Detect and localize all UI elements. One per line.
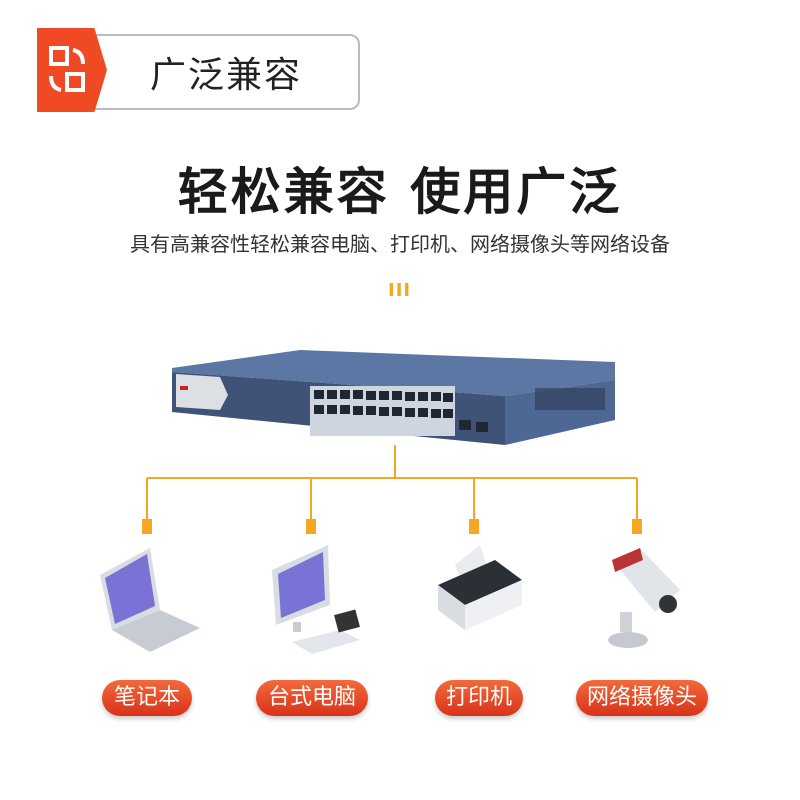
badge-tag — [37, 28, 107, 112]
headline: 轻松兼容 使用广泛 — [177, 163, 623, 221]
camera-icon — [608, 548, 680, 648]
device-label-laptop: 笔记本 — [102, 680, 192, 716]
device-label-desktop: 台式电脑 — [256, 680, 368, 716]
device-label-camera: 网络摄像头 — [576, 680, 708, 716]
laptop-icon — [100, 548, 200, 652]
network-switch — [172, 350, 615, 445]
printer-icon — [438, 545, 522, 630]
badge-label: 广泛兼容 — [150, 55, 303, 96]
connection-lines — [146, 445, 638, 520]
device-label-printer: 打印机 — [435, 680, 523, 716]
swap-icon — [49, 46, 85, 92]
desktop-icon — [272, 545, 360, 654]
subtitle: 具有高兼容性轻松兼容电脑、打印机、网络摄像头等网络设备 — [130, 232, 670, 256]
badge-box — [60, 34, 360, 110]
divider-mark: III — [388, 280, 412, 301]
